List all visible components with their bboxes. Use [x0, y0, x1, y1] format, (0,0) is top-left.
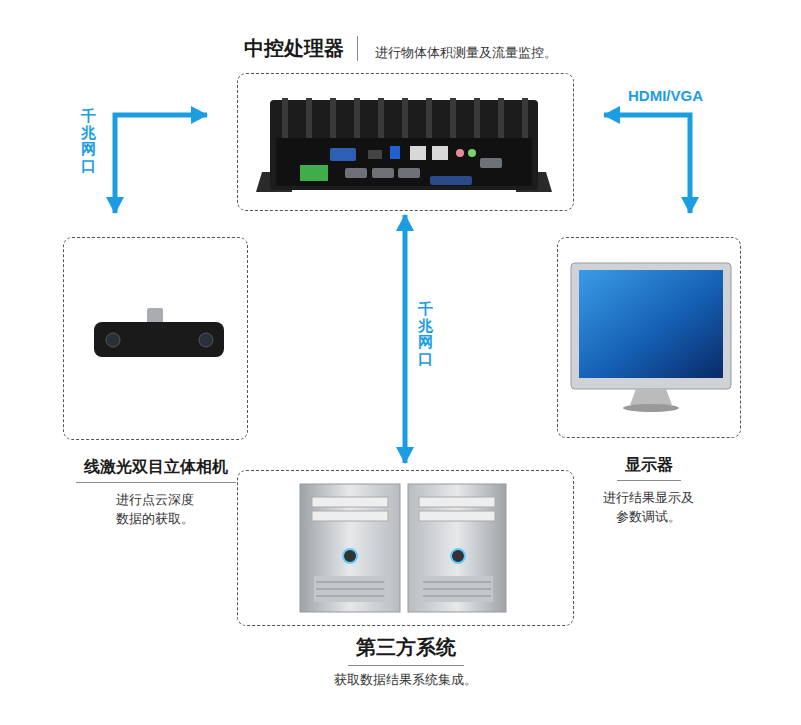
processor-device-part [330, 98, 336, 138]
processor-device-part [426, 98, 432, 138]
processor-device-part [410, 146, 426, 160]
processor-device-part [474, 98, 480, 138]
server-towers-part [343, 549, 357, 563]
connector-arrow [115, 115, 207, 213]
dashed-box: 显示器进行结果显示及 参数调试。 [557, 237, 741, 438]
monitor-part [571, 263, 731, 389]
server-towers-part [314, 576, 386, 602]
monitor [571, 263, 731, 412]
server-towers-part [300, 484, 400, 612]
stereo-camera-part [199, 333, 213, 347]
processor-device-part [282, 98, 288, 138]
server-towers-part [423, 582, 491, 583]
dashed-box: 第三方系统获取数据结果系统集成。 [237, 470, 574, 626]
dashed-box: 线激光双目立体相机进行点云深度 数据的获取。 [63, 237, 248, 440]
connector-arrow [403, 215, 408, 463]
monitor-part [630, 389, 672, 405]
processor-device-part [480, 158, 502, 168]
server-towers-part [423, 589, 491, 590]
processor-device-part [522, 98, 528, 138]
node-heading: 线激光双目立体相机 [76, 457, 236, 483]
processor-device-part [330, 148, 356, 161]
node-description: 进行结果显示及 参数调试。 [600, 488, 699, 526]
processor-device-part [306, 98, 312, 138]
stereo-camera-part [94, 322, 224, 357]
node-heading: 第三方系统 [348, 635, 464, 666]
processor-device-part [456, 149, 464, 157]
processor-device-part [398, 168, 420, 178]
processor-device-part [390, 146, 400, 159]
processor-device-part [276, 138, 532, 186]
server-towers-part [312, 511, 388, 521]
node-description: 获取数据结果系统集成。 [334, 670, 477, 689]
server-towers-part [421, 576, 493, 602]
connection-label: HDMI/VGA [628, 87, 703, 105]
stereo-camera-part [147, 308, 163, 324]
processor-device-part [498, 98, 504, 138]
connector-arrow [604, 115, 690, 213]
processor-device-part [430, 176, 472, 185]
processor-device-part [432, 146, 448, 160]
server-towers-part [312, 497, 388, 507]
processor-device-part [468, 149, 476, 157]
stereo-camera [94, 308, 224, 357]
server-towers-part [316, 596, 384, 597]
monitor-part [579, 270, 723, 378]
server-towers-part [316, 582, 384, 583]
connection-label: 千兆网口 [418, 301, 433, 367]
node-heading: 显示器 [617, 455, 681, 481]
processor-device-part [354, 98, 360, 138]
processor-device-part [345, 168, 367, 178]
processor-device-part [372, 168, 394, 178]
processor-device-part [368, 150, 382, 159]
server-towers [300, 484, 506, 612]
monitor-part [623, 404, 679, 412]
processor-device-part [300, 165, 328, 181]
server-towers-part [316, 589, 384, 590]
server-towers-part [408, 484, 506, 612]
node-description: 进行物体体积测量及流量监控。 [375, 45, 557, 62]
server-towers-part [419, 497, 495, 507]
server-towers-part [451, 549, 465, 563]
processor-device-part [378, 98, 384, 138]
processor-device-part [402, 98, 408, 138]
dashed-box: 中控处理器进行物体体积测量及流量监控。 [237, 73, 574, 211]
node-description: 进行点云深度 数据的获取。 [113, 490, 199, 528]
server-towers-part [419, 511, 495, 521]
connection-label: 千兆网口 [81, 108, 96, 174]
processor-device [256, 98, 552, 192]
processor-device-part [450, 98, 456, 138]
server-towers-part [423, 596, 491, 597]
node-heading: 中控处理器 [244, 36, 358, 61]
stereo-camera-part [106, 333, 120, 347]
